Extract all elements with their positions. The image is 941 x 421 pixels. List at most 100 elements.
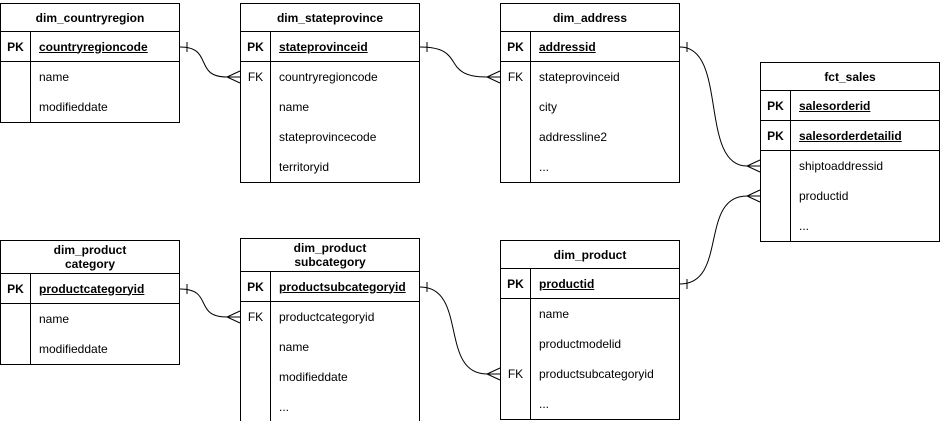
cardinality-many-crowfoot — [745, 189, 761, 203]
relationship-countryregion-to-stateprovince[interactable] — [179, 42, 241, 84]
key-label-empty — [761, 151, 791, 181]
field-name: salesorderid — [799, 98, 871, 113]
field-row: stateprovincecode — [241, 122, 419, 152]
relationship-line[interactable] — [679, 195, 760, 285]
key-label: PK — [761, 91, 791, 120]
key-label-empty — [241, 122, 271, 152]
field-name: productsubcategoryid — [539, 367, 654, 381]
entity-title-line: fct_sales — [824, 69, 876, 84]
key-label: FK — [241, 302, 271, 332]
key-label-empty — [501, 92, 531, 122]
relationship-product-to-sales[interactable] — [679, 189, 761, 289]
field-name: modifieddate — [39, 100, 108, 114]
relationship-line[interactable] — [419, 286, 500, 375]
field-name: addressid — [539, 39, 596, 54]
field-name: ... — [539, 160, 550, 174]
field-row: FK stateprovinceid — [501, 62, 679, 92]
key-label: PK — [1, 274, 31, 303]
cardinality-many-crowfoot — [225, 70, 241, 84]
key-row: PK countryregioncode — [1, 32, 179, 62]
field-row: city — [501, 92, 679, 122]
field-name: salesorderdetailid — [799, 128, 902, 143]
key-row: PK addressid — [501, 32, 679, 62]
key-label: PK — [501, 269, 531, 298]
entity-title: dim_address — [501, 4, 679, 32]
relationship-subcategory-to-product[interactable] — [419, 282, 501, 381]
entity-title-line: dim_stateprovince — [276, 10, 384, 25]
field-name: shiptoaddressid — [799, 159, 884, 173]
field-name: countryregioncode — [39, 39, 148, 54]
field-name: productid — [799, 189, 849, 203]
field-row: modifieddate — [1, 334, 179, 364]
field-name: ... — [539, 397, 550, 411]
field-name: productmodelid — [539, 337, 622, 351]
entity-title-line: dim_product — [553, 247, 627, 262]
cardinality-many-crowfoot — [745, 159, 761, 173]
key-label: PK — [1, 32, 31, 61]
relationship-line[interactable] — [179, 46, 240, 78]
relationship-address-to-sales[interactable] — [679, 42, 761, 173]
field-name: stateprovinceid — [279, 39, 368, 54]
key-row: PK salesorderdetailid — [761, 121, 939, 151]
key-label: FK — [501, 359, 531, 389]
field-name: name — [39, 312, 70, 326]
key-label-empty — [761, 211, 791, 241]
entity-title-line: subcategory — [294, 255, 366, 269]
key-label: PK — [241, 272, 271, 301]
key-label-empty — [501, 329, 531, 359]
field-row: productmodelid — [501, 329, 679, 359]
field-row: FK productsubcategoryid — [501, 359, 679, 389]
field-name: ... — [799, 219, 810, 233]
field-row: territoryid — [241, 152, 419, 182]
key-label-empty — [1, 334, 31, 364]
field-name: stateprovincecode — [279, 130, 377, 144]
field-name: modifieddate — [39, 342, 108, 356]
entity-title-line: category — [64, 257, 116, 271]
entity-title: fct_sales — [761, 63, 939, 91]
field-name: productid — [539, 276, 595, 291]
key-label: PK — [501, 32, 531, 61]
field-row: ... — [501, 152, 679, 182]
field-name: name — [279, 100, 310, 114]
field-row: productid — [761, 181, 939, 211]
entity-title-line: dim_product — [293, 241, 367, 255]
cardinality-many-crowfoot — [225, 310, 241, 324]
relationship-category-to-subcategory[interactable] — [179, 284, 241, 324]
field-row: ... — [241, 392, 419, 421]
key-label-empty — [241, 362, 271, 392]
relationship-line[interactable] — [419, 46, 500, 78]
entity-title-line: dim_address — [552, 10, 628, 25]
key-label-empty — [1, 304, 31, 334]
field-name: stateprovinceid — [539, 70, 620, 84]
key-label-empty — [761, 181, 791, 211]
relationship-line[interactable] — [679, 46, 760, 167]
key-label: PK — [761, 121, 791, 150]
relationship-line[interactable] — [179, 288, 240, 318]
field-name: ... — [279, 400, 290, 414]
entity-title-line: dim_product — [53, 243, 127, 257]
field-row: name — [1, 304, 179, 334]
field-row: name — [241, 92, 419, 122]
key-label-empty — [241, 152, 271, 182]
key-label: FK — [501, 62, 531, 92]
relationship-stateprovince-to-address[interactable] — [419, 42, 501, 84]
key-row: PK salesorderid — [761, 91, 939, 121]
field-name: name — [39, 70, 70, 84]
field-name: territoryid — [279, 160, 330, 174]
key-label-empty — [241, 92, 271, 122]
key-label: FK — [241, 62, 271, 92]
